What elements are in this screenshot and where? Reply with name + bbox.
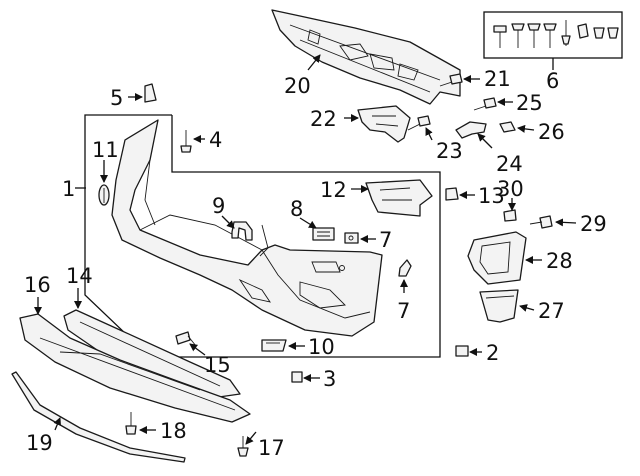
bolt-4 bbox=[180, 130, 192, 153]
bolt-29 bbox=[529, 215, 553, 229]
callout-29: 29 bbox=[580, 212, 607, 236]
callout-25: 25 bbox=[516, 91, 543, 115]
callout-26: 26 bbox=[538, 120, 565, 144]
callout-28: 28 bbox=[546, 249, 573, 273]
callout-12: 12 bbox=[320, 178, 347, 202]
part-28-grille-frame bbox=[467, 231, 527, 285]
callout-13: 13 bbox=[478, 184, 505, 208]
part-20-absorber bbox=[271, 9, 461, 105]
part-5-plug bbox=[144, 83, 157, 103]
part-6-hardware-kit bbox=[483, 11, 623, 59]
part-9-bracket bbox=[231, 221, 253, 241]
callout-labels: 1 2 3 4 5 6 7 7 8 9 10 11 12 13 14 15 16… bbox=[24, 67, 607, 460]
callout-16: 16 bbox=[24, 273, 51, 297]
part-30-clip bbox=[503, 209, 517, 222]
callout-19: 19 bbox=[26, 431, 53, 455]
bolt-18 bbox=[125, 412, 137, 435]
bolt-23 bbox=[407, 115, 431, 131]
bolt-21 bbox=[439, 73, 463, 87]
callout-17: 17 bbox=[258, 436, 285, 460]
callout-2: 2 bbox=[486, 341, 499, 365]
callout-20: 20 bbox=[284, 74, 311, 98]
part-16-spoiler bbox=[19, 313, 251, 423]
part-11-sensor bbox=[98, 184, 110, 206]
bolt-17 bbox=[237, 436, 249, 457]
callout-3: 3 bbox=[323, 367, 336, 391]
part-7-clip-a bbox=[344, 232, 359, 244]
part-19-trim-strip bbox=[11, 371, 186, 463]
callout-5: 5 bbox=[110, 86, 123, 110]
callout-24: 24 bbox=[496, 152, 523, 176]
callout-22: 22 bbox=[310, 107, 337, 131]
callout-14: 14 bbox=[66, 264, 93, 288]
part-2-clip bbox=[455, 345, 469, 357]
part-24-bracket bbox=[455, 121, 487, 139]
part-10-grommet bbox=[261, 339, 287, 352]
callout-7b: 7 bbox=[397, 299, 410, 323]
part-27-vent bbox=[479, 289, 519, 323]
part-22-bracket bbox=[357, 105, 411, 143]
callout-8: 8 bbox=[290, 197, 303, 221]
assembly-box bbox=[84, 114, 441, 358]
part-13-clip bbox=[445, 187, 459, 201]
callout-15: 15 bbox=[204, 353, 231, 377]
callout-23: 23 bbox=[436, 139, 463, 163]
callout-11: 11 bbox=[92, 138, 119, 162]
callout-9: 9 bbox=[212, 194, 225, 218]
callout-10: 10 bbox=[308, 335, 335, 359]
part-26-clip bbox=[499, 121, 516, 133]
callout-27: 27 bbox=[538, 299, 565, 323]
part-8-clip bbox=[312, 227, 335, 241]
part-3-clip bbox=[291, 371, 303, 383]
part-14-lower-reinforcement bbox=[63, 309, 241, 399]
callout-4: 4 bbox=[209, 128, 222, 152]
bolt-25 bbox=[473, 97, 497, 111]
callout-1: 1 bbox=[62, 177, 75, 201]
bolt-15 bbox=[175, 331, 197, 347]
leader-lines bbox=[34, 54, 577, 445]
callout-30: 30 bbox=[497, 177, 524, 201]
callout-21: 21 bbox=[484, 67, 511, 91]
callout-18: 18 bbox=[160, 419, 187, 443]
callout-7a: 7 bbox=[379, 228, 392, 252]
part-7-clip-b bbox=[398, 259, 412, 277]
part-12-bracket bbox=[365, 179, 433, 217]
callout-6: 6 bbox=[546, 69, 559, 93]
